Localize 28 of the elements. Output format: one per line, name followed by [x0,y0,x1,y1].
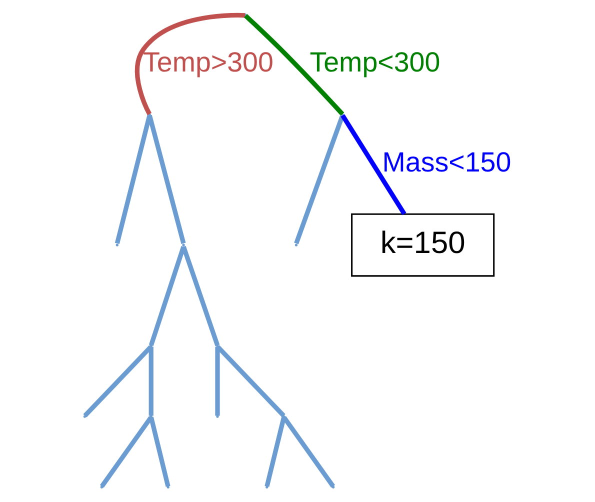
connector [282,416,336,488]
node-point [266,486,268,488]
node-point [216,344,219,348]
connector [215,346,220,416]
node-point [244,14,247,16]
connector [147,114,186,244]
node-point [150,344,152,348]
node-point [332,486,335,488]
connector [264,416,286,487]
node-point [100,486,104,488]
node-point [148,113,151,116]
edge-label: Temp<300 [310,46,440,78]
node-point [116,244,118,246]
edge-label: Mass<150 [382,146,512,178]
node-point [294,244,298,246]
node-point [282,415,286,418]
connector [294,114,345,244]
connector [148,346,154,416]
node-point [166,486,170,488]
node-point [150,415,152,418]
connector [148,416,170,487]
node-point [182,244,185,246]
node-point [83,415,86,418]
node-box: k=150 [351,213,495,277]
edge-label: Temp>300 [143,46,274,78]
node-point [341,113,344,116]
node-point [216,415,219,418]
connector [114,114,152,244]
